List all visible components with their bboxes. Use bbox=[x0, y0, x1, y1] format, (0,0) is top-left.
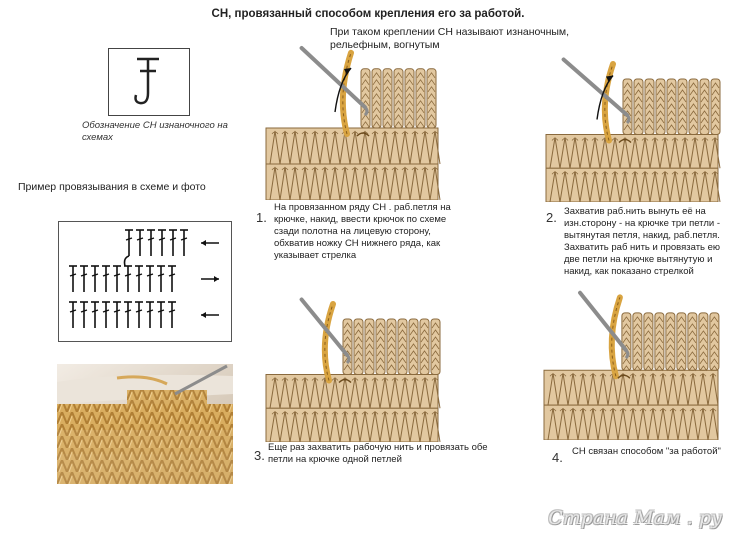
dc-symbol bbox=[80, 265, 88, 292]
row-direction-arrow-icon bbox=[201, 276, 219, 282]
legend-caption: Обозначение СН изнаночного на схемах bbox=[82, 120, 228, 143]
dc-symbol bbox=[113, 301, 121, 328]
swatch-1 bbox=[265, 46, 441, 200]
step-3-illustration bbox=[262, 292, 442, 442]
dc-symbol bbox=[169, 229, 177, 256]
swatch-4 bbox=[543, 290, 720, 440]
row-direction-arrow-icon bbox=[201, 240, 219, 246]
crochet-hook-icon bbox=[578, 290, 628, 353]
dc-symbol bbox=[102, 265, 110, 292]
back-post-hook-mark bbox=[123, 255, 130, 267]
dc-symbol bbox=[135, 301, 143, 328]
step-3-text: Еще раз захватить рабочую нить и провяза… bbox=[268, 442, 488, 465]
step-2-number: 2. bbox=[546, 210, 557, 225]
crochet-hook-icon bbox=[561, 57, 629, 117]
dc-symbol bbox=[80, 301, 88, 328]
stitch-row bbox=[545, 167, 719, 202]
crochet-hook-icon bbox=[299, 46, 367, 110]
dc-symbol bbox=[135, 265, 143, 292]
dc-symbol bbox=[180, 229, 188, 256]
crochet-scheme bbox=[58, 221, 232, 342]
dc-symbol bbox=[136, 229, 144, 256]
stitch-row bbox=[545, 134, 719, 169]
dc-symbol bbox=[157, 265, 165, 292]
step-3-number: 3. bbox=[254, 448, 265, 463]
swatch-2 bbox=[545, 57, 721, 202]
subnote: При таком креплении СН называют изнаночн… bbox=[330, 26, 570, 51]
dc-symbol bbox=[147, 229, 155, 256]
dc-symbol bbox=[157, 301, 165, 328]
step-4-illustration bbox=[540, 285, 722, 440]
step-4-number: 4. bbox=[552, 450, 563, 465]
dc-symbol bbox=[146, 265, 154, 292]
step-1-number: 1. bbox=[256, 210, 267, 225]
step-2-text: Захватив раб.нить вынуть её на изн.сторо… bbox=[564, 206, 721, 277]
row-direction-arrow-icon bbox=[201, 312, 219, 318]
crochet-hook-icon bbox=[299, 297, 349, 357]
dc-symbol bbox=[102, 301, 110, 328]
page-title: СН, провязанный способом крепления его з… bbox=[211, 8, 525, 20]
stitch-row bbox=[265, 407, 439, 442]
scheme-diagram bbox=[69, 229, 219, 328]
step-1-text: На провязанном ряду СН . раб.петля на кр… bbox=[274, 202, 451, 261]
working-yarn bbox=[321, 301, 336, 384]
dc-symbol bbox=[69, 265, 77, 292]
example-label: Пример провязывания в схеме и фото bbox=[18, 181, 206, 193]
photo-illustration bbox=[57, 364, 233, 484]
dc-symbol bbox=[168, 301, 176, 328]
dc-symbol bbox=[91, 265, 99, 292]
step-4-text: СН связан способом "за работой" bbox=[572, 446, 721, 457]
swatch-3 bbox=[265, 297, 441, 442]
dc-symbol bbox=[91, 301, 99, 328]
dc-symbol bbox=[125, 229, 133, 256]
dc-symbol bbox=[69, 301, 77, 328]
crochet-photo bbox=[57, 364, 233, 484]
step-1-illustration bbox=[262, 40, 442, 200]
back-post-dc-symbol-icon bbox=[134, 57, 159, 105]
watermark-logo: Страна Мам . ру bbox=[548, 507, 722, 529]
dc-symbol bbox=[158, 229, 166, 256]
legend-symbol-box bbox=[108, 48, 190, 116]
stitch-row bbox=[265, 374, 439, 409]
dc-symbol bbox=[124, 265, 132, 292]
dc-symbol bbox=[146, 301, 154, 328]
dc-symbol bbox=[124, 301, 132, 328]
step-2-illustration bbox=[542, 52, 722, 202]
dc-symbol bbox=[168, 265, 176, 292]
dc-symbol bbox=[113, 265, 121, 292]
